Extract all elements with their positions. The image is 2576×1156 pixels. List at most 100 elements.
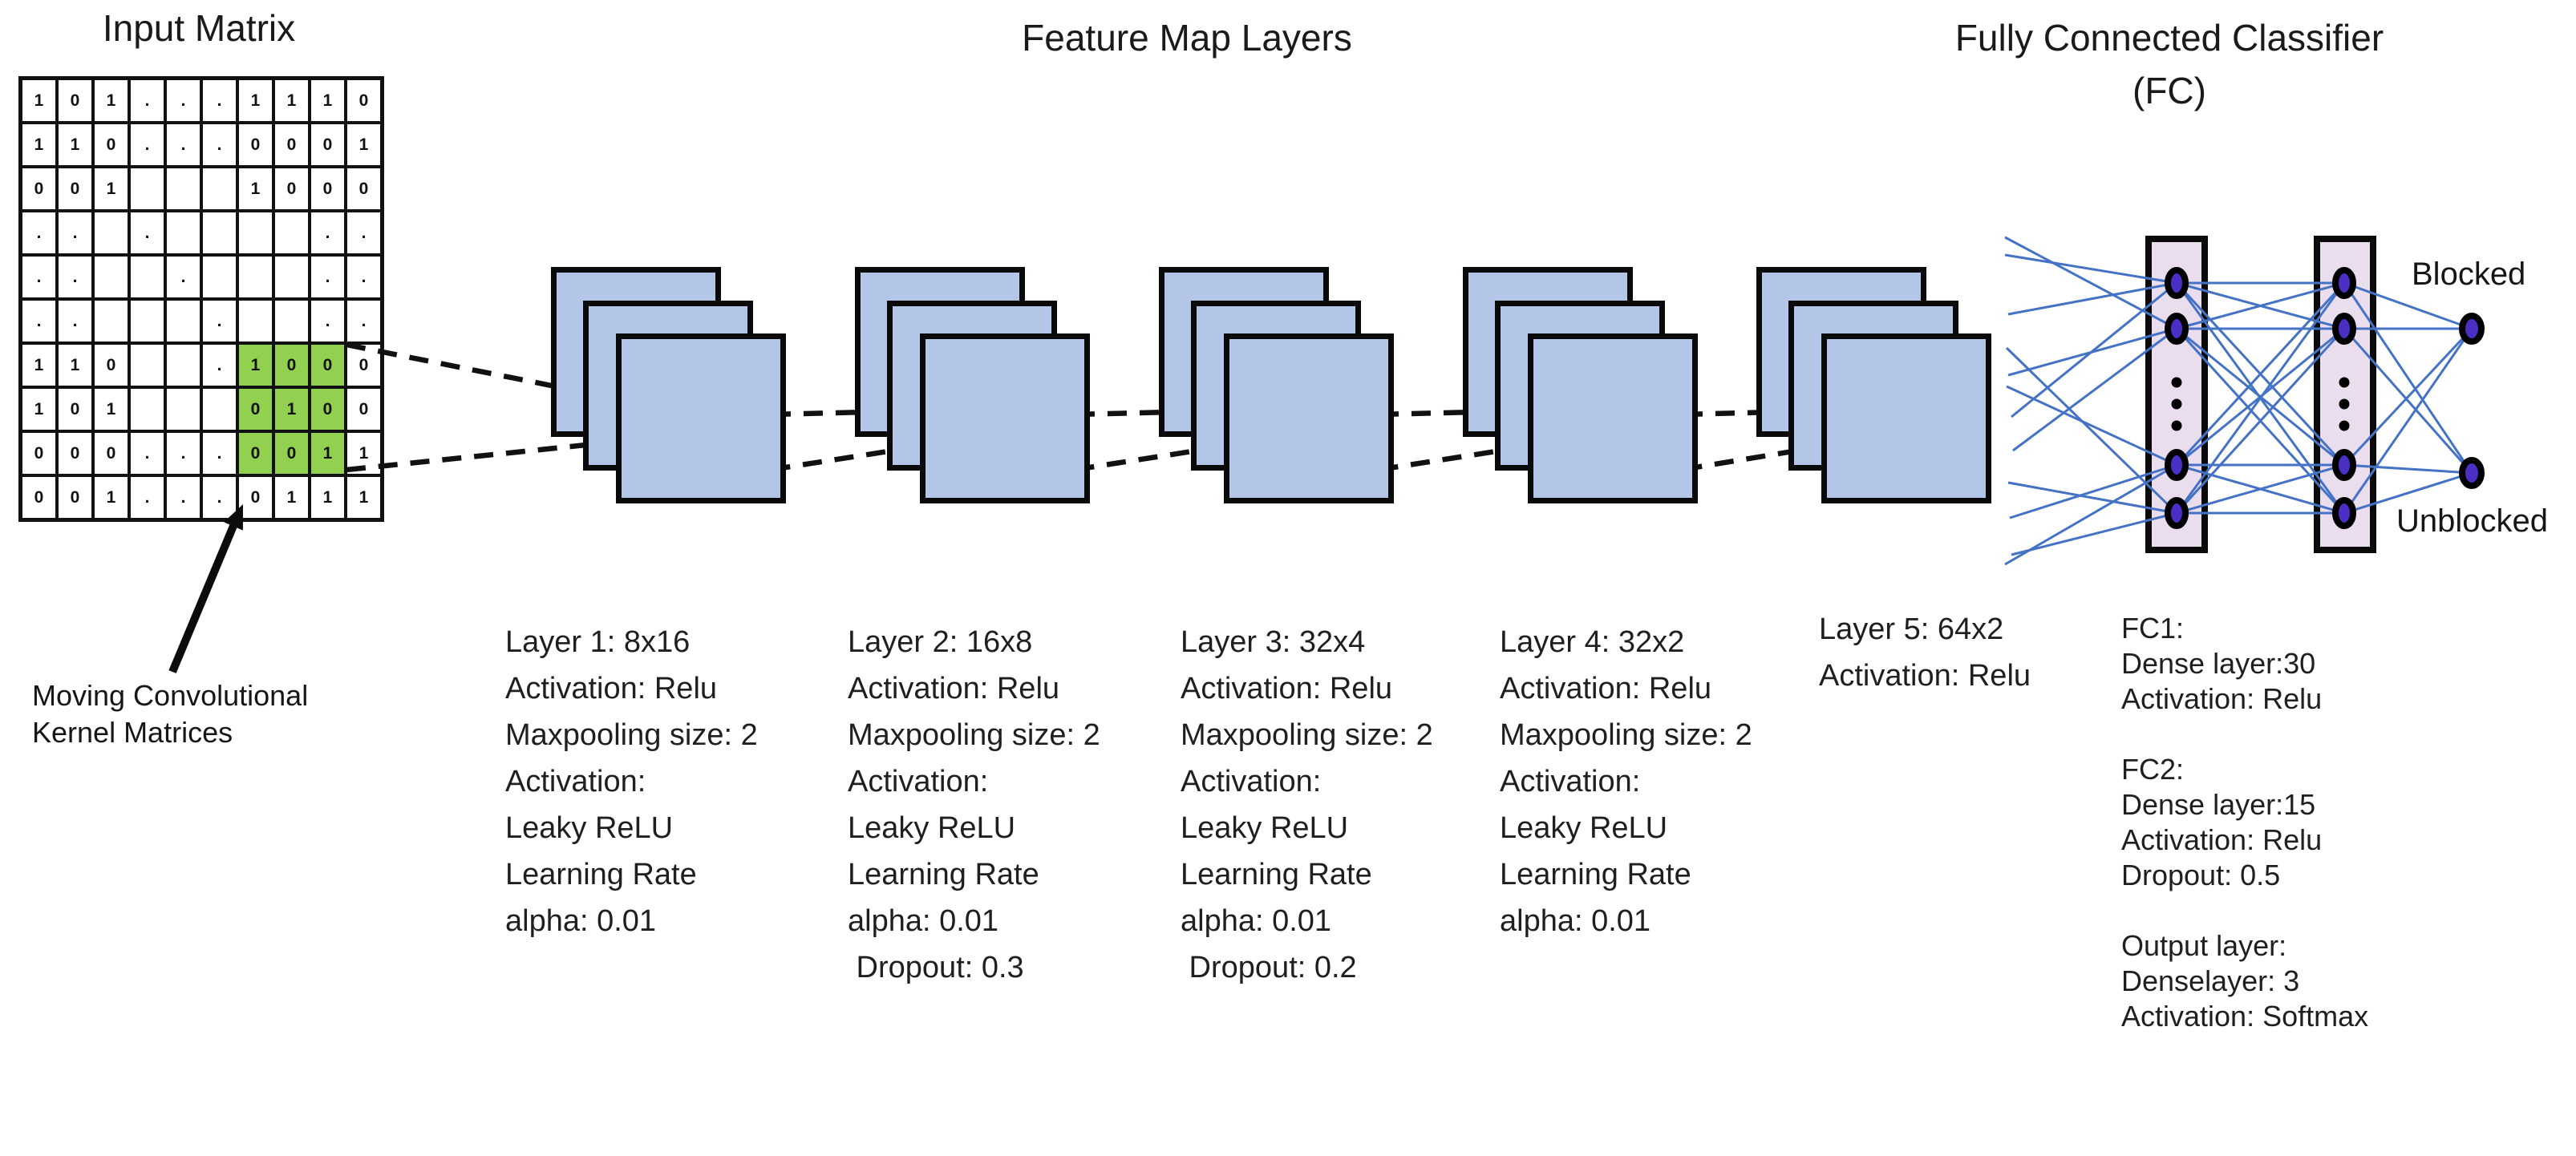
matrix-cell	[93, 211, 129, 255]
ellipsis-dot	[2171, 377, 2182, 388]
matrix-cell: .	[129, 123, 165, 167]
fc-input-line	[2006, 385, 2177, 467]
fc-neuron-node	[2165, 497, 2189, 529]
fc-neuron-node	[2165, 313, 2189, 345]
matrix-cell: 0	[57, 475, 93, 519]
matrix-cell: 0	[273, 123, 310, 167]
text-line: alpha: 0.01	[1181, 904, 1332, 938]
text-line: Activation: Relu	[505, 672, 718, 705]
fc-hidden-line	[2175, 327, 2346, 515]
text-line: Activation: Relu	[1181, 672, 1393, 705]
kernel-highlight-cell: 0	[237, 387, 273, 431]
matrix-cell	[273, 211, 310, 255]
matrix-cell: .	[21, 299, 57, 343]
matrix-cell	[93, 255, 129, 299]
matrix-cell	[165, 343, 201, 387]
text-line: Activation: Relu	[1819, 659, 2031, 693]
matrix-cell: 0	[21, 475, 57, 519]
text-line: Layer 3: 32x4	[1181, 625, 1366, 659]
fc-hidden-line	[2175, 281, 2346, 467]
matrix-cell: .	[21, 255, 57, 299]
kernel-highlight-cell: 0	[273, 343, 310, 387]
feature-map-stack-3-square-3	[1224, 333, 1394, 503]
text-line: Output layer:	[2121, 929, 2287, 962]
matrix-cell: .	[201, 343, 237, 387]
matrix-cell: 0	[346, 343, 382, 387]
kernel-highlight-cell: 1	[310, 431, 346, 475]
matrix-cell: .	[57, 255, 93, 299]
matrix-cell: .	[129, 211, 165, 255]
matrix-cell: 1	[93, 387, 129, 431]
matrix-cell: 1	[21, 387, 57, 431]
text-line: Dense layer:30	[2121, 647, 2316, 680]
text-line: Learning Rate	[1181, 858, 1372, 891]
text-line: Layer 4: 32x2	[1500, 625, 1685, 659]
ellipsis-dot	[2339, 398, 2350, 410]
fc-hidden-line	[2176, 281, 2345, 330]
unblocked-output-label: Unblocked	[2396, 503, 2549, 539]
fc-input-line	[2004, 236, 2177, 330]
matrix-cell: 0	[93, 343, 129, 387]
text-line: Leaky ReLU	[505, 811, 674, 845]
feature-map-stack-5-square-3	[1821, 333, 1991, 503]
ellipsis-dot	[2339, 420, 2350, 431]
text-line: Activation:	[1181, 765, 1322, 798]
matrix-cell	[201, 387, 237, 431]
fc-input-line	[2004, 253, 2177, 285]
matrix-cell	[201, 167, 237, 211]
matrix-cell: .	[346, 211, 382, 255]
text-line: Dropout: 0.3	[848, 951, 1024, 984]
matrix-cell: 1	[93, 475, 129, 519]
text-line: Maxpooling size: 2	[848, 718, 1100, 752]
matrix-cell	[165, 211, 201, 255]
text-line: Activation:	[505, 765, 646, 798]
text-line: Denselayer: 3	[2121, 964, 2300, 997]
fc-input-line	[2005, 346, 2178, 515]
text-line: FC1:	[2121, 612, 2185, 645]
matrix-cell: .	[346, 255, 382, 299]
matrix-cell: .	[165, 79, 201, 123]
matrix-cell: 0	[57, 167, 93, 211]
ellipsis-dot	[2171, 420, 2182, 431]
matrix-cell: .	[346, 299, 382, 343]
matrix-cell: 1	[93, 167, 129, 211]
fc-input-line	[2004, 463, 2177, 566]
matrix-cell: 1	[273, 79, 310, 123]
matrix-cell	[201, 211, 237, 255]
matrix-cell: 0	[21, 167, 57, 211]
fc-hidden-column-1	[2145, 236, 2208, 553]
text-line: Activation:	[848, 765, 989, 798]
matrix-cell: .	[201, 475, 237, 519]
matrix-cell: 0	[346, 167, 382, 211]
matrix-cell	[129, 387, 165, 431]
fc-input-line	[2009, 463, 2177, 519]
output-node	[2459, 313, 2485, 345]
output-node	[2459, 457, 2485, 489]
fc-hidden-line	[2176, 463, 2345, 515]
kernel-arrow-shaft	[168, 524, 237, 673]
matrix-cell	[165, 167, 201, 211]
text-line: Dropout: 0.5	[2121, 859, 2281, 891]
input-matrix-title: Input Matrix	[102, 7, 296, 49]
matrix-cell: 1	[310, 79, 346, 123]
matrix-cell	[165, 387, 201, 431]
kernel-highlight-cell: 0	[310, 387, 346, 431]
matrix-cell: 1	[21, 343, 57, 387]
matrix-cell: .	[310, 211, 346, 255]
matrix-cell: 1	[93, 79, 129, 123]
fc-hidden-line	[2176, 327, 2345, 467]
matrix-cell	[273, 255, 310, 299]
fc-neuron-node	[2332, 449, 2356, 481]
fc-neuron-node	[2332, 497, 2356, 529]
text-line: Leaky ReLU	[848, 811, 1016, 845]
matrix-cell: 0	[93, 123, 129, 167]
fc-hidden-line	[2175, 327, 2346, 515]
matrix-cell: .	[129, 475, 165, 519]
